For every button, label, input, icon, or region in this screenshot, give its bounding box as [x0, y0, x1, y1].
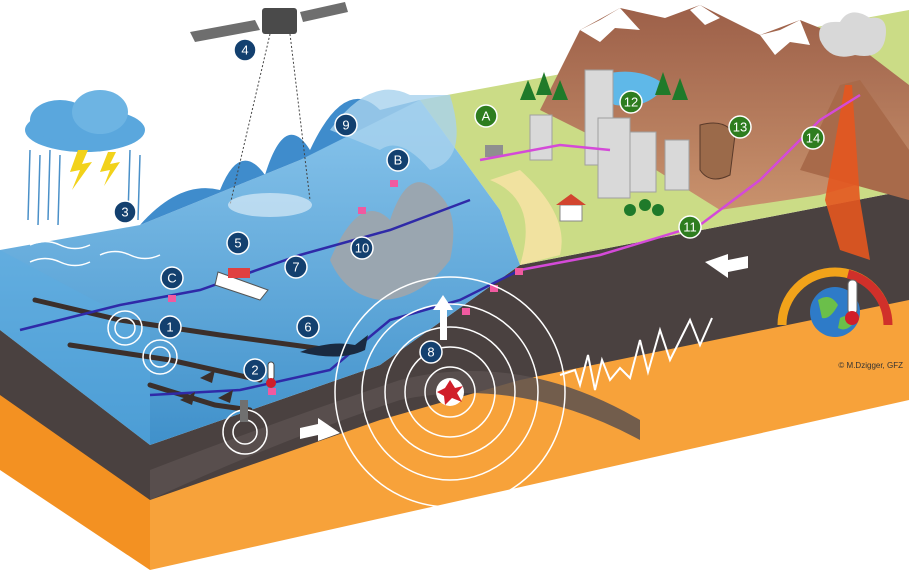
marker-10: 10 — [350, 236, 374, 260]
marker-a: A — [474, 104, 498, 128]
svg-text:C: C — [167, 271, 176, 286]
satellite-beam — [229, 33, 311, 206]
subducting-plate — [150, 371, 640, 500]
marker-7: 7 — [284, 255, 308, 279]
svg-text:1: 1 — [166, 320, 173, 335]
svg-text:12: 12 — [624, 95, 638, 110]
svg-text:10: 10 — [355, 241, 369, 256]
marker-9: 9 — [334, 113, 358, 137]
seafloor-motion-arrows — [180, 370, 233, 405]
svg-text:6: 6 — [304, 320, 311, 335]
earthquake-burst-icon — [437, 380, 463, 405]
land-cable-2 — [479, 143, 611, 162]
marker-11: 11 — [678, 215, 702, 239]
globe-land — [818, 296, 852, 330]
credit-text: M.Dzigger, GFZ — [846, 361, 903, 370]
storm-cloud — [25, 90, 145, 152]
marker-5: 5 — [226, 231, 250, 255]
tiltmeter-buoy — [240, 400, 248, 422]
snow-caps — [580, 5, 810, 55]
mantle-long-face — [150, 270, 909, 570]
marker-14: 14 — [801, 126, 825, 150]
thermometer-icon — [266, 361, 276, 388]
seafloor-ridge — [330, 182, 454, 300]
svg-text:3: 3 — [121, 205, 128, 220]
uplift-arrow — [433, 295, 453, 340]
marker-2: 2 — [243, 358, 267, 382]
sensor-nodes — [168, 180, 523, 395]
climate-thermometer-icon — [845, 279, 859, 325]
svg-text:B: B — [394, 153, 403, 168]
seismic-waves — [107, 276, 566, 508]
svg-text:A: A — [482, 109, 491, 124]
houses — [485, 145, 586, 222]
svg-text:7: 7 — [292, 260, 299, 275]
ship — [214, 268, 269, 301]
marker-3: 3 — [113, 200, 137, 224]
temperature-gauge-arc-hot — [846, 269, 893, 326]
svg-text:8: 8 — [427, 345, 434, 360]
surface-waves — [29, 240, 161, 267]
svg-text:2: 2 — [251, 363, 258, 378]
marker-b: B — [386, 148, 410, 172]
satellite-icon — [190, 2, 348, 42]
svg-text:5: 5 — [234, 236, 241, 251]
land-cable — [519, 93, 861, 272]
marker-4: 4 — [233, 38, 257, 62]
marker-6: 6 — [296, 315, 320, 339]
marker-1: 1 — [158, 315, 182, 339]
forest — [520, 72, 688, 216]
plate-motion-arrow-left — [705, 254, 748, 278]
rain — [27, 149, 141, 226]
image-credit: © M.Dzigger, GFZ — [838, 361, 903, 370]
svg-text:11: 11 — [683, 220, 697, 235]
marker-8: 8 — [419, 340, 443, 364]
svg-text:14: 14 — [806, 131, 820, 146]
lightning-icon — [70, 150, 120, 190]
whale — [300, 335, 368, 357]
marker-c: C — [160, 266, 184, 290]
plate-motion-arrow-right — [300, 418, 340, 441]
satellite-footprint — [228, 193, 312, 217]
volcano-ash-cloud — [819, 12, 886, 57]
svg-text:4: 4 — [241, 43, 248, 58]
marker-12: 12 — [619, 90, 643, 114]
seismogram — [559, 317, 713, 391]
tsunami-wave — [330, 89, 457, 170]
copyright-icon: © — [838, 361, 847, 370]
lava-flow — [825, 85, 870, 260]
svg-text:13: 13 — [733, 120, 747, 135]
marker-13: 13 — [728, 115, 752, 139]
landslide — [699, 122, 736, 180]
svg-text:9: 9 — [342, 118, 349, 133]
beach — [490, 170, 562, 265]
mountain-lake — [599, 71, 665, 106]
crust-front-band — [0, 330, 150, 500]
